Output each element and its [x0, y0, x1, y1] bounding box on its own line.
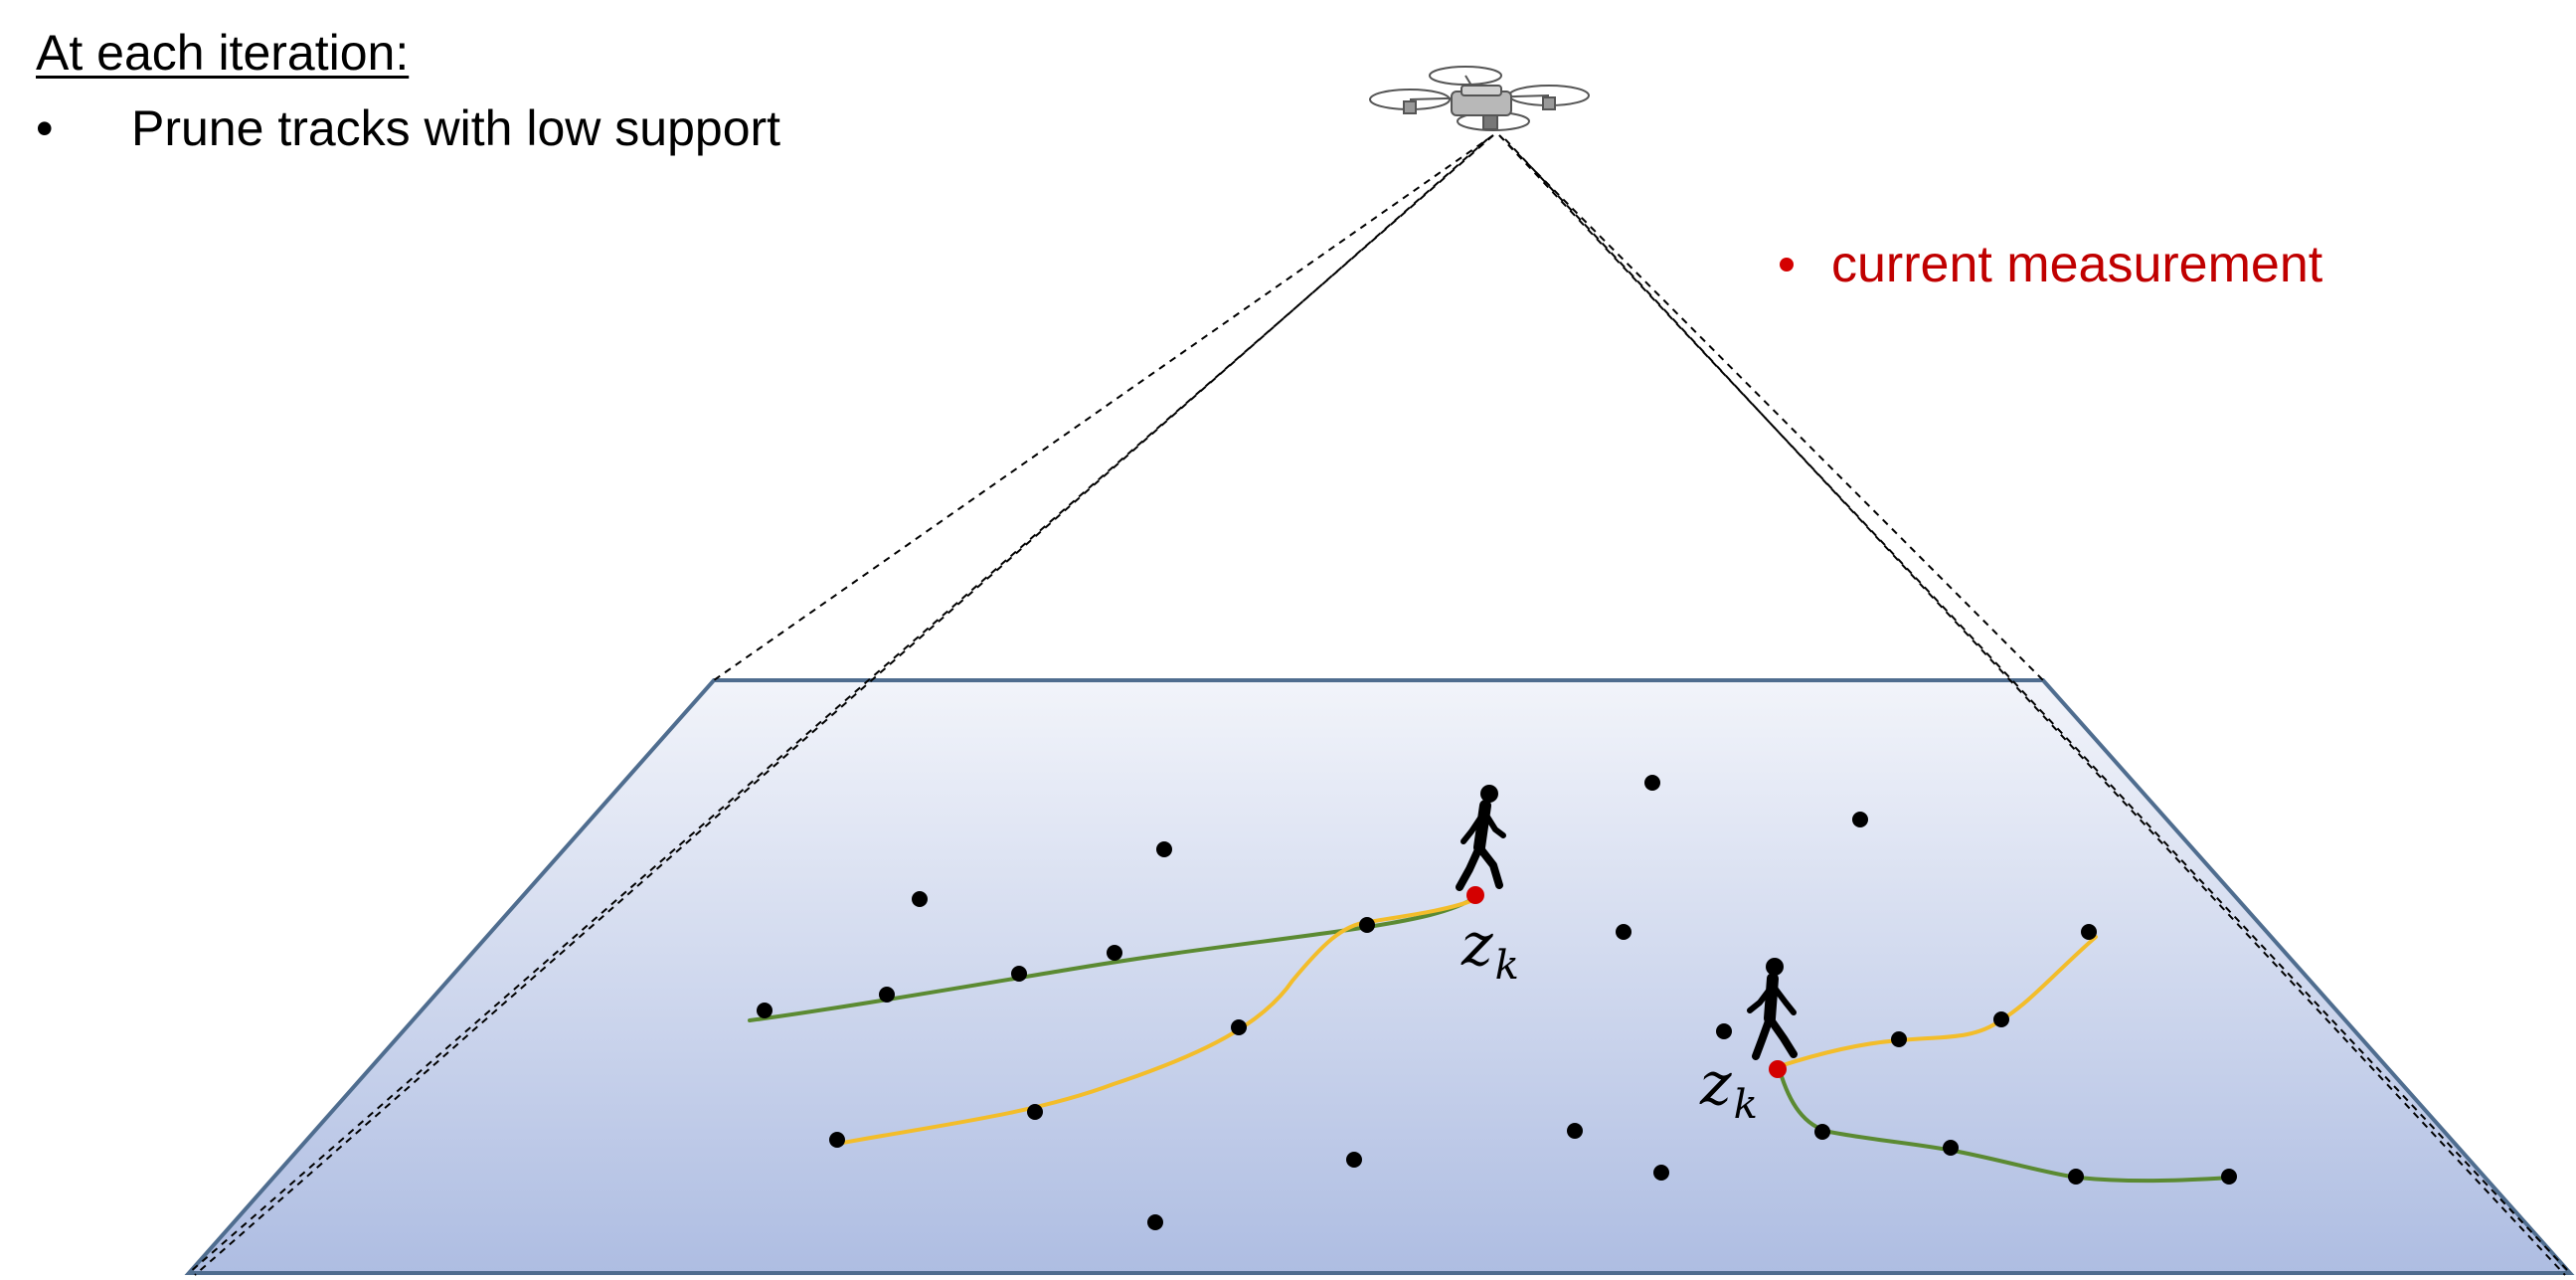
- current-measurement-point: [1466, 886, 1484, 904]
- clutter-point: [829, 1132, 845, 1148]
- clutter-point: [1943, 1140, 1959, 1156]
- legend-dot: [1780, 258, 1794, 272]
- measurement-label-zk: zk: [1460, 910, 1519, 989]
- clutter-point: [1011, 966, 1027, 982]
- clutter-point: [1231, 1019, 1247, 1035]
- clutter-point: [1644, 775, 1660, 791]
- track-yellow: [1778, 935, 2098, 1068]
- current-measurement-point: [1769, 1060, 1787, 1078]
- clutter-point: [1993, 1011, 2009, 1027]
- walking-person-icon: [1456, 785, 1506, 891]
- clutter-point: [1891, 1031, 1907, 1047]
- clutter-point: [1346, 1152, 1362, 1168]
- camera-frustum: [188, 134, 2571, 1276]
- clutter-point: [2081, 924, 2097, 940]
- point-group: [757, 775, 2237, 1230]
- legend-label: current measurement: [1831, 236, 2323, 293]
- bullet-marker: •: [36, 100, 54, 156]
- clutter-point: [1616, 924, 1631, 940]
- track-yellow: [835, 897, 1477, 1146]
- clutter-point: [912, 891, 928, 907]
- walking-person-icon: [1747, 958, 1798, 1060]
- ground-plane: [184, 678, 2575, 1275]
- clutter-point: [1027, 1104, 1043, 1120]
- track-green: [748, 895, 1477, 1022]
- legend: current measurement: [1780, 235, 2322, 294]
- clutter-point: [1147, 1214, 1163, 1230]
- heading: At each iteration:: [36, 25, 410, 81]
- clutter-point: [2068, 1169, 2084, 1185]
- clutter-point: [1156, 841, 1172, 857]
- drone-icon: [1369, 66, 1590, 131]
- clutter-point: [2221, 1169, 2237, 1185]
- clutter-point: [1814, 1124, 1830, 1140]
- clutter-point: [757, 1003, 773, 1018]
- bullet-item: • Prune tracks with low support: [36, 99, 780, 157]
- clutter-point: [1107, 945, 1122, 961]
- clutter-point: [1359, 917, 1375, 933]
- clutter-point: [879, 987, 895, 1003]
- bullet-text: Prune tracks with low support: [131, 100, 781, 156]
- clutter-point: [1653, 1165, 1669, 1181]
- clutter-point: [1852, 812, 1868, 827]
- measurement-label-zk: zk: [1699, 1049, 1758, 1128]
- clutter-point: [1567, 1123, 1583, 1139]
- clutter-point: [1716, 1023, 1732, 1039]
